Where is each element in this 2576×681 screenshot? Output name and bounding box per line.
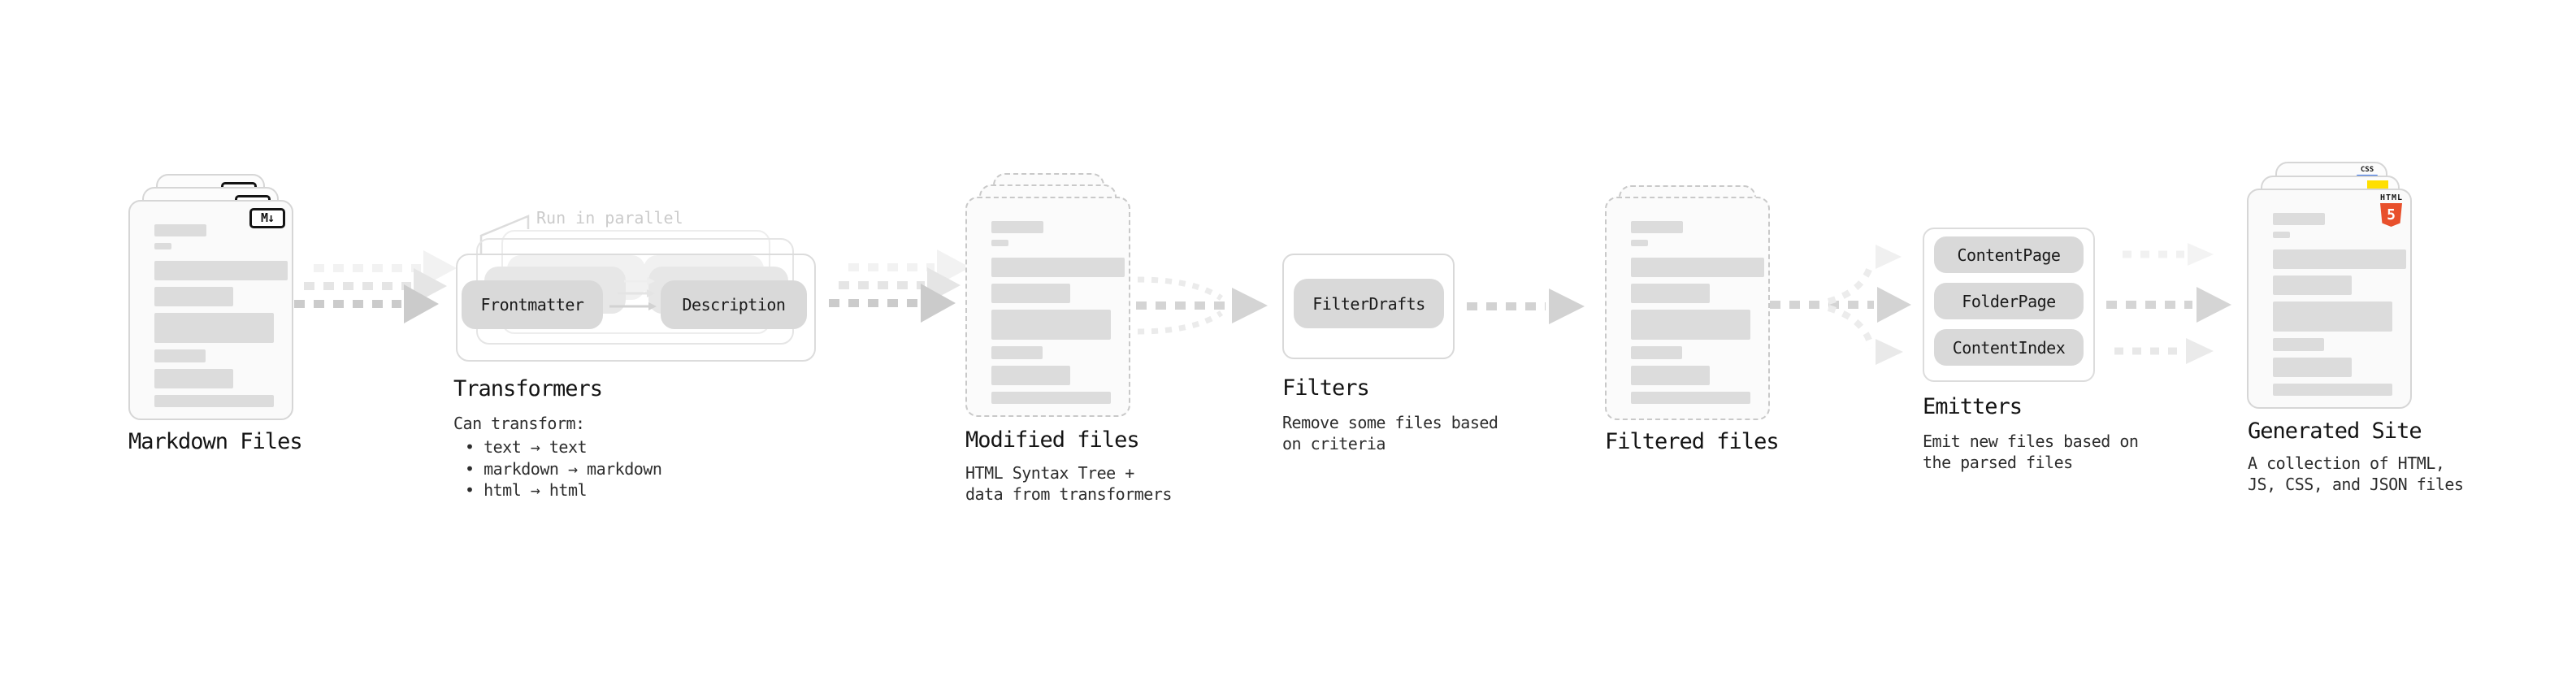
transformer-inner-arrows [609,277,657,310]
arrow-filtered-to-emitters-fanout [1770,245,1911,365]
filters-desc: on criteria [1282,434,1386,453]
arrow-filters-to-filtered [1467,288,1585,324]
arrow-transformers-to-modified [829,249,970,323]
file-content-placeholder [991,221,1125,404]
arrow-modified-to-filters-merge [1136,276,1268,335]
frontmatter-pill: Frontmatter [462,280,603,329]
generated-site-label: Generated Site [2248,419,2422,444]
emitters-label: Emitters [1923,394,2023,419]
emitters-desc: the parsed files [1923,453,2073,472]
transformers-desc-title: Can transform: [453,414,585,433]
stage-filters: FilterDrafts Filters Remove some files b… [1282,254,1498,497]
run-in-parallel-annotation: Run in parallel [536,208,683,228]
filterdrafts-pill: FilterDrafts [1294,279,1444,328]
file-content-placeholder [154,224,288,407]
generated-site-desc: JS, CSS, and JSON files [2248,475,2464,494]
transformers-bullet: • markdown → markdown [465,459,662,479]
folderpage-pill: FolderPage [1934,283,2084,319]
file-card: HTML 5 [2247,189,2412,409]
arrow-markdown-to-transformers [294,250,457,323]
transformer-frame-front [456,254,816,362]
file-card: M↓ [128,200,293,420]
filtered-files-label: Filtered files [1605,429,1780,454]
markdown-icon: M↓ [249,208,285,228]
transformers-bullet: • text → text [465,437,588,457]
transformers-bullet: • html → html [465,480,588,500]
stage-markdown-files: M↓ M↓ M↓ Markdown Files [128,162,340,503]
modified-files-label: Modified files [965,427,1140,453]
contentpage-pill: ContentPage [1934,236,2084,273]
file-content-placeholder [2273,213,2407,396]
stage-generated-site: CSS HTML 5 Generated Site A collection o… [2247,162,2483,503]
transformers-label: Transformers [453,376,603,401]
arrow-emitters-to-generated [2106,243,2231,364]
html5-icon: HTML 5 [2380,194,2402,227]
generated-site-desc: A collection of HTML, [2248,453,2445,473]
contentindex-pill: ContentIndex [1934,329,2084,366]
modified-files-desc: HTML Syntax Tree + [965,463,1134,483]
file-card-dashed [1605,197,1770,420]
stage-filtered-files: Filtered files [1605,185,1816,510]
filters-label: Filters [1282,375,1370,401]
description-pill: Description [661,280,807,329]
file-card-dashed [965,197,1130,417]
markdown-files-label: Markdown Files [128,429,303,454]
filters-desc: Remove some files based [1282,413,1498,432]
stage-modified-files: Modified files HTML Syntax Tree + data f… [965,173,1177,514]
stage-transformers: Run in parallel Frontmatter Description … [453,203,827,504]
modified-files-desc: data from transformers [965,484,1172,504]
file-content-placeholder [1631,221,1765,404]
emitters-desc: Emit new files based on [1923,432,2139,451]
stage-emitters: ContentPage FolderPage ContentIndex Emit… [1923,228,2139,488]
